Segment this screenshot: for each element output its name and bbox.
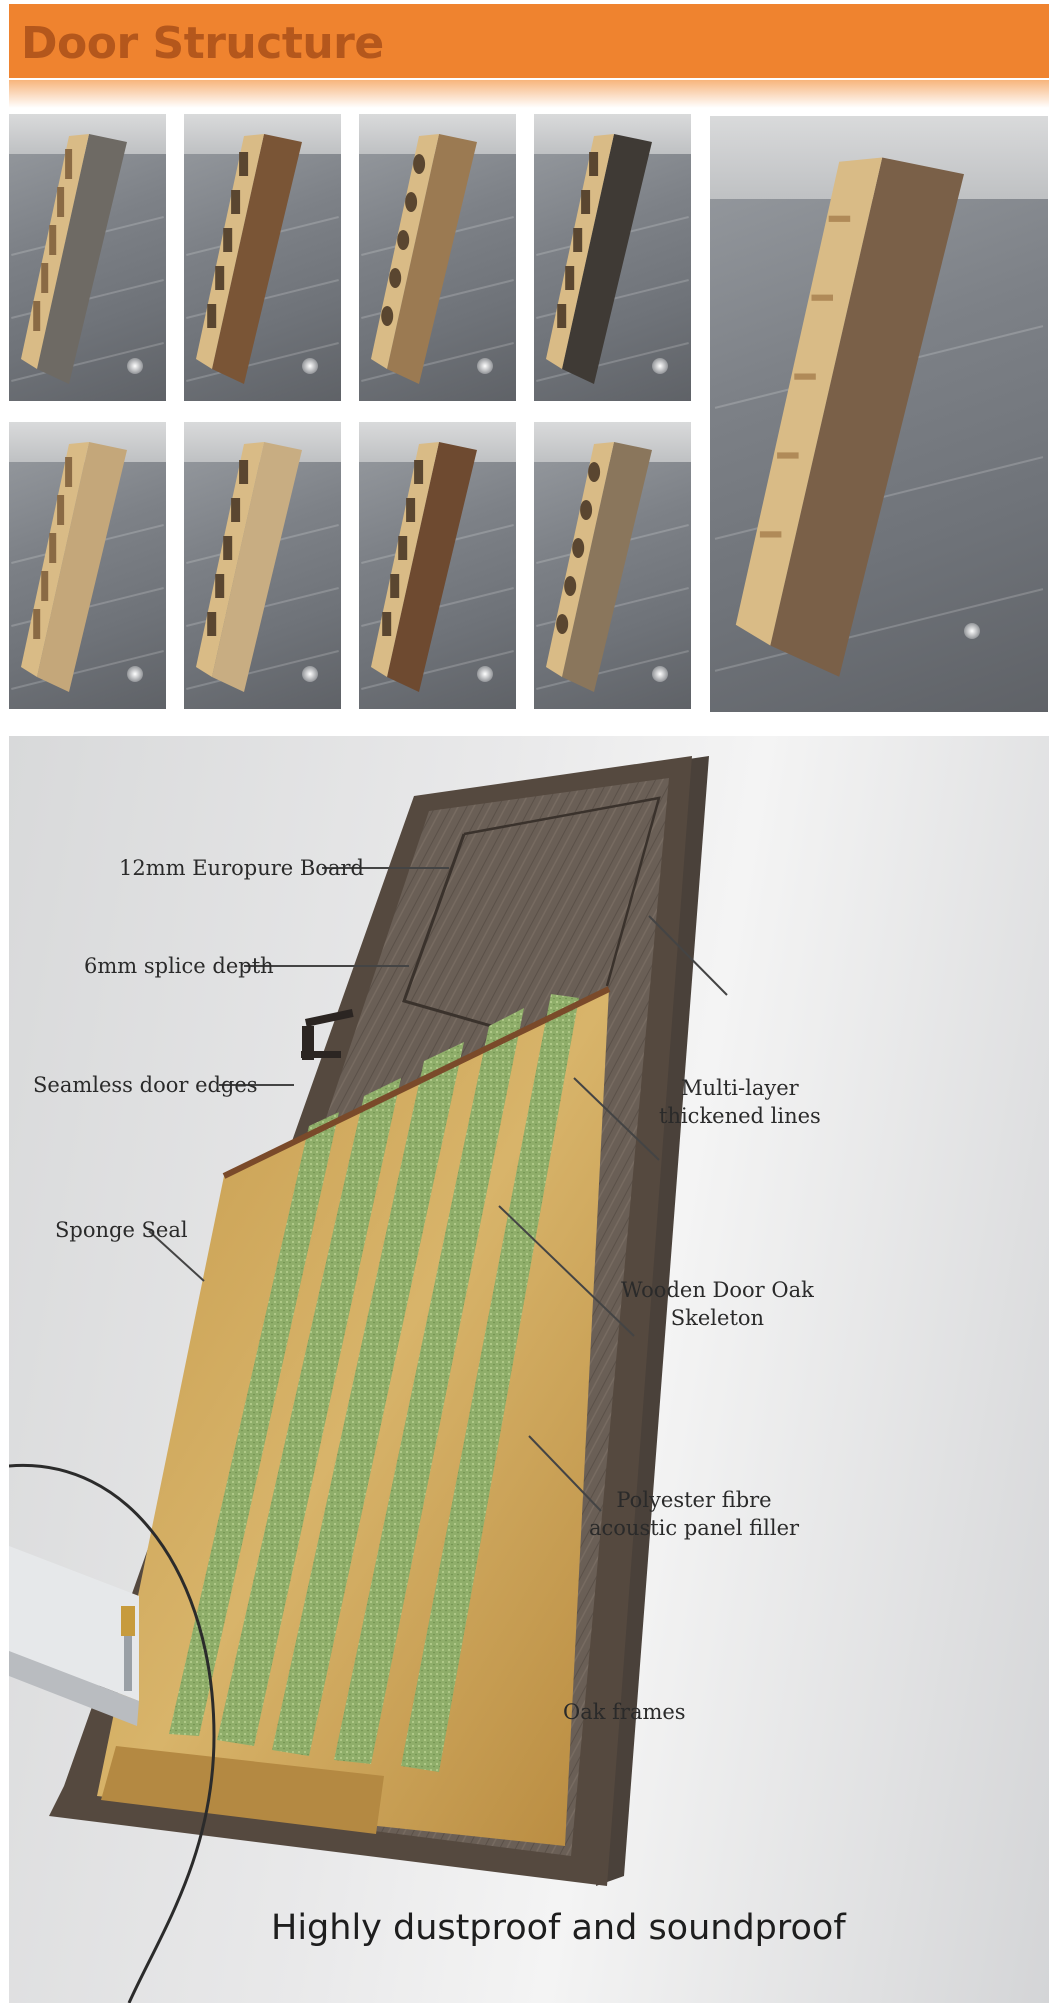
callout-leaders bbox=[148, 867, 728, 1512]
callout-edges: Seamless door edges bbox=[33, 1073, 258, 1097]
core-mark bbox=[49, 533, 57, 563]
core-mark bbox=[564, 576, 577, 596]
door-core-sample-4 bbox=[534, 114, 691, 401]
floor-glare bbox=[301, 357, 318, 374]
door-sample-block bbox=[21, 134, 127, 384]
core-mark bbox=[565, 266, 575, 290]
core-mark bbox=[231, 498, 241, 522]
floor-glare bbox=[651, 665, 668, 682]
callout-filler: Polyester fibre acoustic panel filler bbox=[589, 1488, 800, 1540]
core-mark bbox=[207, 304, 217, 328]
core-mark bbox=[811, 294, 833, 301]
oak-bottom-rail bbox=[101, 1746, 384, 1834]
door-core-sample-6 bbox=[184, 422, 341, 709]
callout-lines: Multi-layer thickened lines bbox=[659, 1076, 821, 1128]
callout-seal: Sponge Seal bbox=[55, 1218, 188, 1242]
core-mark bbox=[588, 462, 601, 482]
core-mark bbox=[239, 460, 249, 484]
core-mark bbox=[572, 538, 585, 558]
door-handle-icon bbox=[301, 1009, 354, 1060]
door-core-sample-7 bbox=[359, 422, 516, 709]
filler-strip bbox=[272, 1042, 464, 1756]
core-mark bbox=[397, 230, 410, 250]
door-sample-block bbox=[546, 442, 652, 692]
core-mark bbox=[381, 306, 394, 326]
core-mark bbox=[556, 614, 569, 634]
core-mark bbox=[573, 228, 583, 252]
door-core-sample-3 bbox=[359, 114, 516, 401]
filler-strip bbox=[217, 1078, 401, 1746]
sponge-seal-profile bbox=[9, 1546, 139, 1726]
core-mark bbox=[65, 457, 73, 487]
core-mark bbox=[223, 228, 233, 252]
core-mark bbox=[57, 495, 65, 525]
core-mark bbox=[382, 612, 392, 636]
core-mark bbox=[41, 263, 49, 293]
core-mark bbox=[589, 152, 599, 176]
floor-glare bbox=[126, 357, 143, 374]
door-illustration bbox=[9, 756, 728, 2003]
callout-splice: 6mm splice depth bbox=[84, 954, 274, 978]
core-mark bbox=[405, 192, 418, 212]
floor-glare bbox=[651, 357, 668, 374]
core-mark bbox=[414, 460, 424, 484]
header-gradient bbox=[9, 80, 1049, 108]
core-mark bbox=[390, 574, 400, 598]
door-core-sample-8 bbox=[534, 422, 691, 709]
core-mark bbox=[413, 154, 426, 174]
door-sample-block bbox=[735, 157, 964, 677]
core-mark bbox=[65, 149, 73, 179]
page-title: Door Structure bbox=[21, 18, 384, 69]
door-core-sample-5 bbox=[9, 422, 166, 709]
core-mark bbox=[33, 609, 41, 639]
core-mark bbox=[239, 152, 249, 176]
floor-glare bbox=[476, 357, 493, 374]
core-mark bbox=[398, 536, 408, 560]
floor-glare bbox=[126, 665, 143, 682]
core-mark bbox=[406, 498, 416, 522]
core-mark bbox=[49, 225, 57, 255]
floor-glare bbox=[476, 665, 493, 682]
core-mark bbox=[231, 190, 241, 214]
door-sample-block bbox=[21, 442, 127, 692]
filler-strip bbox=[169, 1112, 339, 1736]
core-mark bbox=[33, 301, 41, 331]
callout-frames: Oak frames bbox=[563, 1700, 686, 1724]
callout-skeleton: Wooden Door Oak Skeleton bbox=[621, 1278, 814, 1330]
door-core-sample-1 bbox=[9, 114, 166, 401]
section-header: Door Structure bbox=[9, 4, 1049, 78]
door-sample-block bbox=[371, 134, 477, 384]
core-mark bbox=[41, 571, 49, 601]
door-structure-diagram: 12mm Europure Board 6mm splice depth Sea… bbox=[9, 736, 1049, 2003]
floor-glare bbox=[963, 622, 980, 639]
core-mark bbox=[223, 536, 233, 560]
tagline: Highly dustproof and soundproof bbox=[271, 1908, 846, 1948]
core-mark bbox=[557, 304, 567, 328]
filler-strip bbox=[401, 994, 579, 1772]
core-mark bbox=[580, 500, 593, 520]
core-mark bbox=[581, 190, 591, 214]
cut-edge bbox=[222, 986, 611, 1179]
core-mark bbox=[828, 215, 851, 222]
door-sample-block bbox=[196, 134, 302, 384]
board-outline bbox=[463, 796, 661, 987]
core-mark bbox=[215, 574, 225, 598]
seal-inset-outline bbox=[9, 1463, 216, 2003]
door-sample-block bbox=[546, 134, 652, 384]
door-core-sample-2 bbox=[184, 114, 341, 401]
door-core-sample-large bbox=[710, 116, 1048, 712]
core-mark bbox=[207, 612, 217, 636]
floor-glare bbox=[301, 665, 318, 682]
filler-strip bbox=[334, 1008, 524, 1764]
core-mark bbox=[389, 268, 402, 288]
core-mark bbox=[57, 187, 65, 217]
core-mark bbox=[777, 452, 799, 459]
splice-outline bbox=[402, 833, 510, 1033]
core-mark bbox=[794, 373, 816, 380]
core-mark bbox=[759, 531, 782, 538]
core-mark bbox=[215, 266, 225, 290]
door-sample-block bbox=[196, 442, 302, 692]
door-sample-block bbox=[371, 442, 477, 692]
callout-board: 12mm Europure Board bbox=[119, 856, 364, 880]
